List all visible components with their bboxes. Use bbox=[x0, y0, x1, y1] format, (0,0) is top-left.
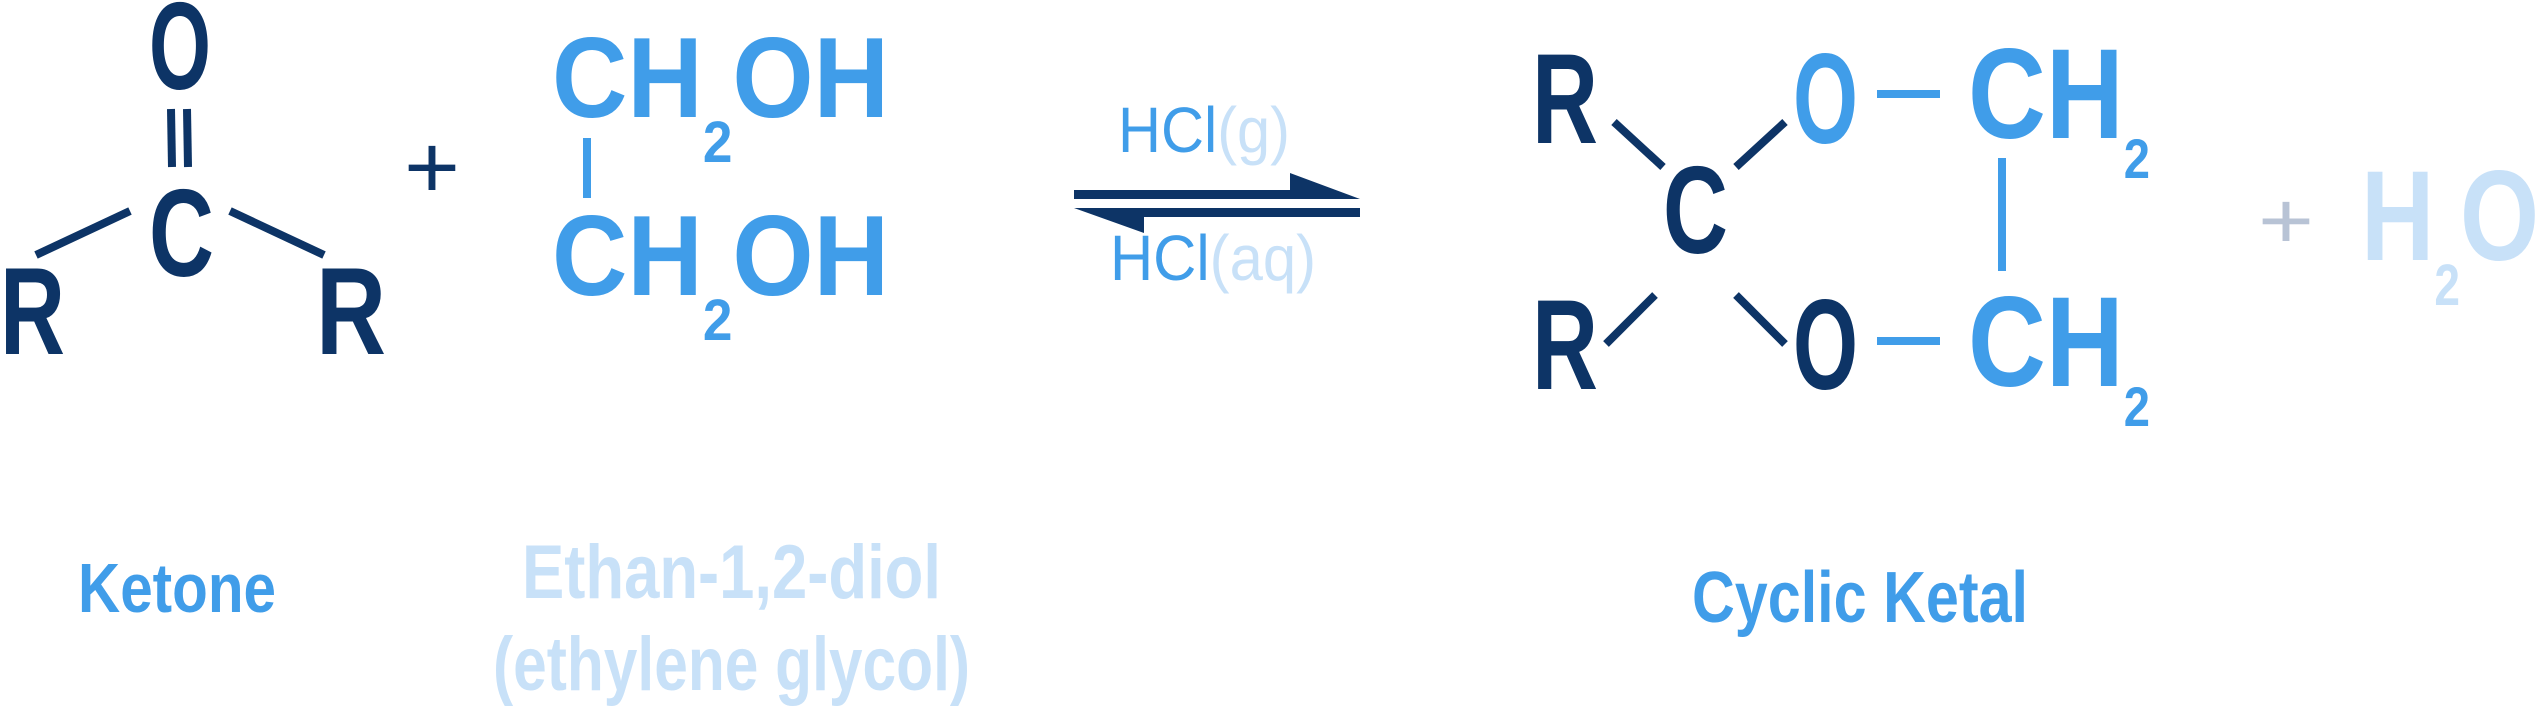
diol-top-oh: OH bbox=[732, 15, 889, 142]
forward-reagent: HCl bbox=[1118, 94, 1217, 166]
ketal-oxygen-bottom: O bbox=[1793, 274, 1858, 417]
double-bond-line bbox=[183, 108, 192, 168]
diol-top-ch: CH bbox=[552, 15, 703, 142]
diol-label-line2: (ethylene glycol) bbox=[493, 622, 970, 707]
diol-label-line1: Ethan-1,2-diol bbox=[522, 530, 941, 615]
ketone-carbon: C bbox=[149, 165, 214, 303]
ketal-r-bottom: R bbox=[1532, 274, 1598, 417]
diol-bottom-oh: OH bbox=[732, 193, 889, 320]
single-bond-line bbox=[1733, 119, 1788, 170]
single-bond-line bbox=[1733, 292, 1788, 347]
ketone-label: Ketone bbox=[78, 549, 276, 627]
ketal-label: Cyclic Ketal bbox=[1692, 558, 2028, 638]
ketal-ch-top: CH bbox=[1968, 23, 2124, 166]
diol-top-subscript: 2 bbox=[703, 110, 733, 175]
single-bond-line bbox=[228, 207, 326, 259]
ketal-sub-top: 2 bbox=[2124, 127, 2150, 190]
reverse-state: (aq) bbox=[1210, 222, 1316, 294]
ketone-r-left: R bbox=[0, 243, 65, 381]
reverse-reagent: HCl bbox=[1110, 222, 1210, 294]
single-bond-line bbox=[34, 207, 132, 259]
forward-condition: HCl(g) bbox=[1118, 94, 1290, 166]
ketal-sub-bottom: 2 bbox=[2124, 375, 2150, 438]
plus-sign: + bbox=[404, 118, 460, 218]
ketone-structure: O C R R bbox=[0, 0, 386, 381]
ketal-ch-bottom: CH bbox=[1968, 271, 2124, 414]
ketal-ch2-bottom: CH2 bbox=[1968, 271, 2150, 438]
reverse-condition: HCl(aq) bbox=[1110, 222, 1316, 294]
diol-bottom-ch: CH bbox=[552, 193, 703, 320]
plus-sign: + bbox=[2258, 176, 2314, 265]
equilibrium-arrows-icon bbox=[1074, 173, 1360, 233]
water-subscript: 2 bbox=[2434, 253, 2460, 318]
ketal-r-top: R bbox=[1532, 28, 1598, 171]
water-product: + H2O bbox=[2258, 145, 2539, 318]
ketal-structure: R R C O O CH2 CH2 bbox=[1532, 23, 2150, 438]
ketone-r-right: R bbox=[316, 243, 386, 381]
double-bond-line bbox=[167, 108, 176, 168]
ketal-ch2-top: CH2 bbox=[1968, 23, 2150, 190]
water-h: H bbox=[2361, 145, 2434, 288]
ketal-oxygen-top: O bbox=[1793, 28, 1858, 171]
single-bond-line bbox=[1603, 292, 1658, 347]
forward-state: (g) bbox=[1217, 94, 1290, 166]
water-o: O bbox=[2460, 145, 2539, 288]
ketone-oxygen: O bbox=[149, 0, 211, 116]
single-bond-line bbox=[1611, 119, 1666, 170]
ketal-carbon: C bbox=[1663, 142, 1728, 280]
water-formula: H2O bbox=[2361, 145, 2539, 318]
diol-bottom-subscript: 2 bbox=[703, 288, 733, 353]
